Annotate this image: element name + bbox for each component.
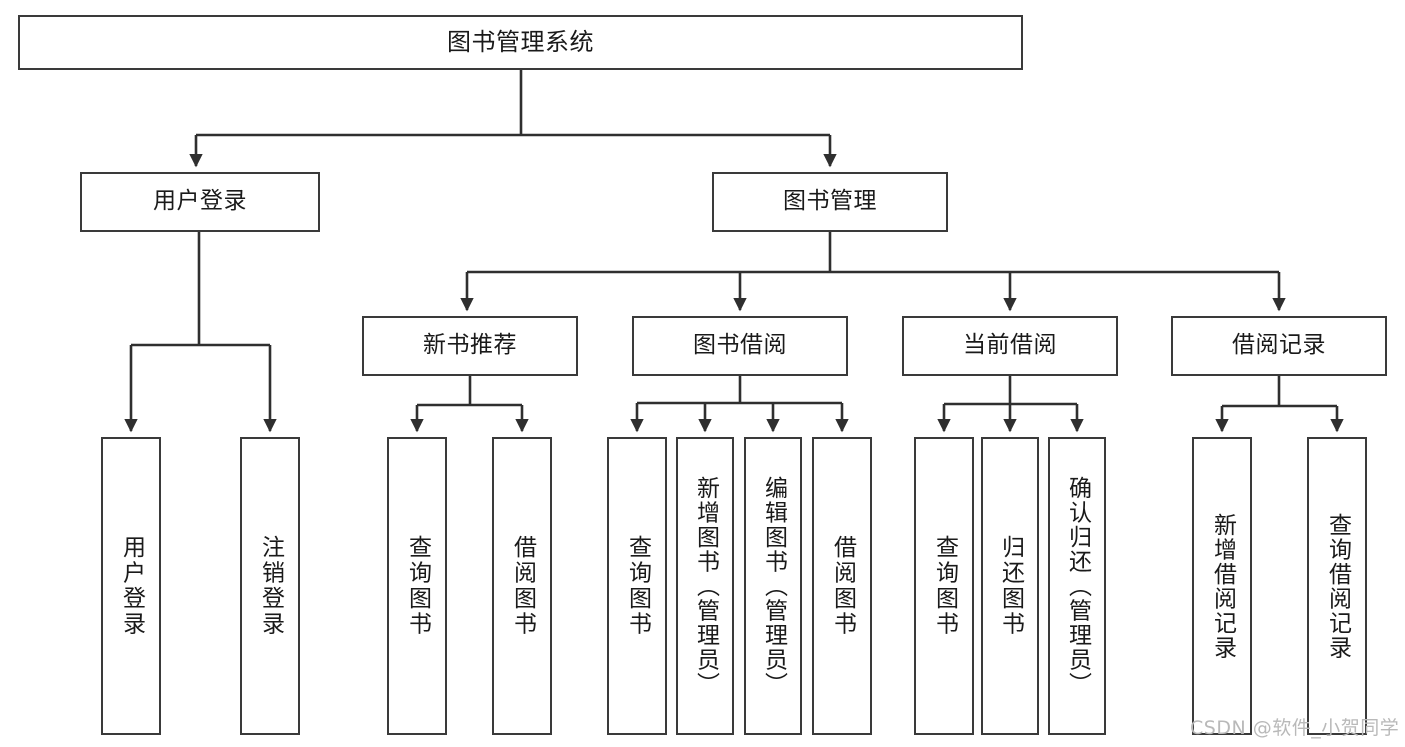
leaf-add-book-admin[interactable]: 新增图书（管理员） <box>676 437 734 735</box>
node-book-manage[interactable]: 图书管理 <box>712 172 948 232</box>
leaf-add-borrow-record[interactable]: 新增借阅记录 <box>1192 437 1252 735</box>
node-new-book-recommend[interactable]: 新书推荐 <box>362 316 578 376</box>
node-root-system[interactable]: 图书管理系统 <box>18 15 1023 70</box>
node-label: 图书借阅 <box>693 332 787 359</box>
leaf-logout-login[interactable]: 注销登录 <box>240 437 300 735</box>
node-label: 新增借阅记录 <box>1209 512 1236 660</box>
node-label: 图书管理系统 <box>447 28 594 57</box>
leaf-user-login[interactable]: 用户登录 <box>101 437 161 735</box>
node-user-login[interactable]: 用户登录 <box>80 172 320 232</box>
node-label: 查询图书 <box>624 535 651 637</box>
node-label: 注销登录 <box>257 535 284 637</box>
leaf-query-book-current[interactable]: 查询图书 <box>914 437 974 735</box>
node-borrow-record[interactable]: 借阅记录 <box>1171 316 1387 376</box>
node-label: 用户登录 <box>153 188 247 215</box>
leaf-query-book-borrow[interactable]: 查询图书 <box>607 437 667 735</box>
leaf-borrow-book-borrow[interactable]: 借阅图书 <box>812 437 872 735</box>
node-label: 查询借阅记录 <box>1324 512 1351 660</box>
node-label: 借阅记录 <box>1232 332 1326 359</box>
csdn-watermark: CSDN @软件_小贺同学 <box>1190 717 1400 739</box>
node-label: 确认归还（管理员） <box>1064 475 1091 697</box>
leaf-edit-book-admin[interactable]: 编辑图书（管理员） <box>744 437 802 735</box>
node-label: 新增图书（管理员） <box>692 475 719 697</box>
node-label: 借阅图书 <box>509 535 536 637</box>
node-label: 查询图书 <box>404 535 431 637</box>
node-label: 当前借阅 <box>963 332 1057 359</box>
node-label: 借阅图书 <box>829 535 856 637</box>
node-label: 用户登录 <box>118 535 145 637</box>
node-label: 新书推荐 <box>423 332 517 359</box>
leaf-borrow-book-new-rec[interactable]: 借阅图书 <box>492 437 552 735</box>
node-label: 归还图书 <box>997 535 1024 637</box>
leaf-confirm-return-admin[interactable]: 确认归还（管理员） <box>1048 437 1106 735</box>
node-label: 编辑图书（管理员） <box>760 475 787 697</box>
node-current-borrow[interactable]: 当前借阅 <box>902 316 1118 376</box>
leaf-query-borrow-record[interactable]: 查询借阅记录 <box>1307 437 1367 735</box>
node-book-borrow[interactable]: 图书借阅 <box>632 316 848 376</box>
leaf-query-book-new-rec[interactable]: 查询图书 <box>387 437 447 735</box>
leaf-return-book[interactable]: 归还图书 <box>981 437 1039 735</box>
node-label: 图书管理 <box>783 188 877 215</box>
node-label: 查询图书 <box>931 535 958 637</box>
